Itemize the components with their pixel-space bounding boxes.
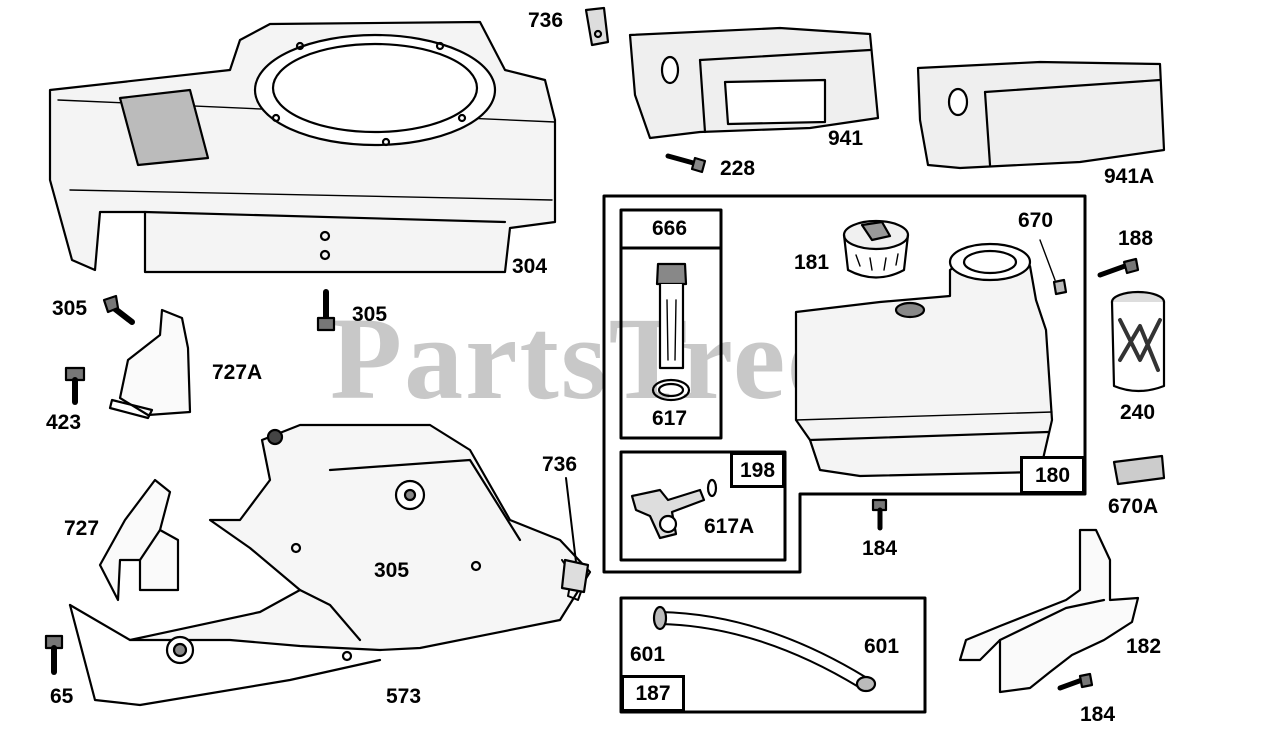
label-666[interactable]: 666 xyxy=(652,217,688,240)
label-305-center[interactable]: 305 xyxy=(352,303,388,326)
label-573[interactable]: 573 xyxy=(386,685,422,708)
screw-184-lower[interactable] xyxy=(1057,672,1094,691)
label-304[interactable]: 304 xyxy=(512,255,548,278)
fuel-tank-180[interactable] xyxy=(794,242,1054,478)
screw-228[interactable] xyxy=(665,153,707,174)
clamp-601-left[interactable] xyxy=(652,605,668,631)
label-240[interactable]: 240 xyxy=(1120,401,1156,424)
label-423[interactable]: 423 xyxy=(46,411,82,434)
bracket-182[interactable] xyxy=(958,528,1140,694)
label-187[interactable]: 187 xyxy=(621,675,685,712)
screw-305-center[interactable] xyxy=(316,289,336,332)
screw-184-upper[interactable] xyxy=(871,498,888,531)
clip-736-top[interactable] xyxy=(584,6,610,47)
label-305-left[interactable]: 305 xyxy=(52,297,88,320)
label-180[interactable]: 180 xyxy=(1020,456,1085,494)
bolt-423[interactable] xyxy=(64,366,86,405)
washer-617A[interactable] xyxy=(706,478,718,498)
label-184-lower[interactable]: 184 xyxy=(1080,703,1116,726)
label-184-upper[interactable]: 184 xyxy=(862,537,898,560)
pin-670[interactable] xyxy=(1039,239,1068,296)
label-941[interactable]: 941 xyxy=(828,127,864,150)
shutoff-valve-198[interactable] xyxy=(630,488,706,540)
baffle-727[interactable] xyxy=(98,478,180,602)
bolt-65[interactable] xyxy=(44,634,64,675)
fuel-line-187[interactable] xyxy=(653,611,869,689)
air-guide-941A[interactable] xyxy=(916,60,1166,170)
label-305-lower[interactable]: 305 xyxy=(374,559,410,582)
fuel-filter-666-box xyxy=(619,208,723,440)
shutoff-valve-198-box xyxy=(619,450,787,562)
gasket-617[interactable] xyxy=(651,378,691,402)
label-670[interactable]: 670 xyxy=(1018,209,1054,232)
clamp-601-right[interactable] xyxy=(855,675,877,693)
blower-housing-304[interactable] xyxy=(48,20,557,274)
air-guide-941[interactable] xyxy=(628,26,880,140)
screw-305-left[interactable] xyxy=(102,294,135,325)
label-617[interactable]: 617 xyxy=(652,407,688,430)
screw-188[interactable] xyxy=(1097,257,1140,278)
label-736-top[interactable]: 736 xyxy=(528,9,564,32)
baffle-727A[interactable] xyxy=(108,308,192,420)
fuel-tank-group-frame xyxy=(602,194,1087,574)
label-736-lower[interactable]: 736 xyxy=(542,453,578,476)
label-941A[interactable]: 941A xyxy=(1104,165,1155,188)
label-670A[interactable]: 670A xyxy=(1108,495,1159,518)
label-65[interactable]: 65 xyxy=(50,685,74,708)
label-727A[interactable]: 727A xyxy=(212,361,263,384)
label-727[interactable]: 727 xyxy=(64,517,100,540)
label-601-right[interactable]: 601 xyxy=(864,635,900,658)
fuel-filter-666[interactable] xyxy=(655,262,688,370)
label-188[interactable]: 188 xyxy=(1118,227,1154,250)
label-181[interactable]: 181 xyxy=(794,251,830,274)
label-601-left[interactable]: 601 xyxy=(630,643,666,666)
fuel-cap-181[interactable] xyxy=(842,219,910,279)
label-617A[interactable]: 617A xyxy=(704,515,755,538)
air-filter-240[interactable] xyxy=(1110,290,1166,393)
clip-736-lower[interactable] xyxy=(560,477,590,601)
fuel-line-187-box xyxy=(619,596,927,714)
label-182[interactable]: 182 xyxy=(1126,635,1162,658)
label-228[interactable]: 228 xyxy=(720,157,756,180)
pad-670A[interactable] xyxy=(1112,454,1166,486)
base-plate-573[interactable] xyxy=(68,423,592,707)
label-198[interactable]: 198 xyxy=(730,452,785,488)
